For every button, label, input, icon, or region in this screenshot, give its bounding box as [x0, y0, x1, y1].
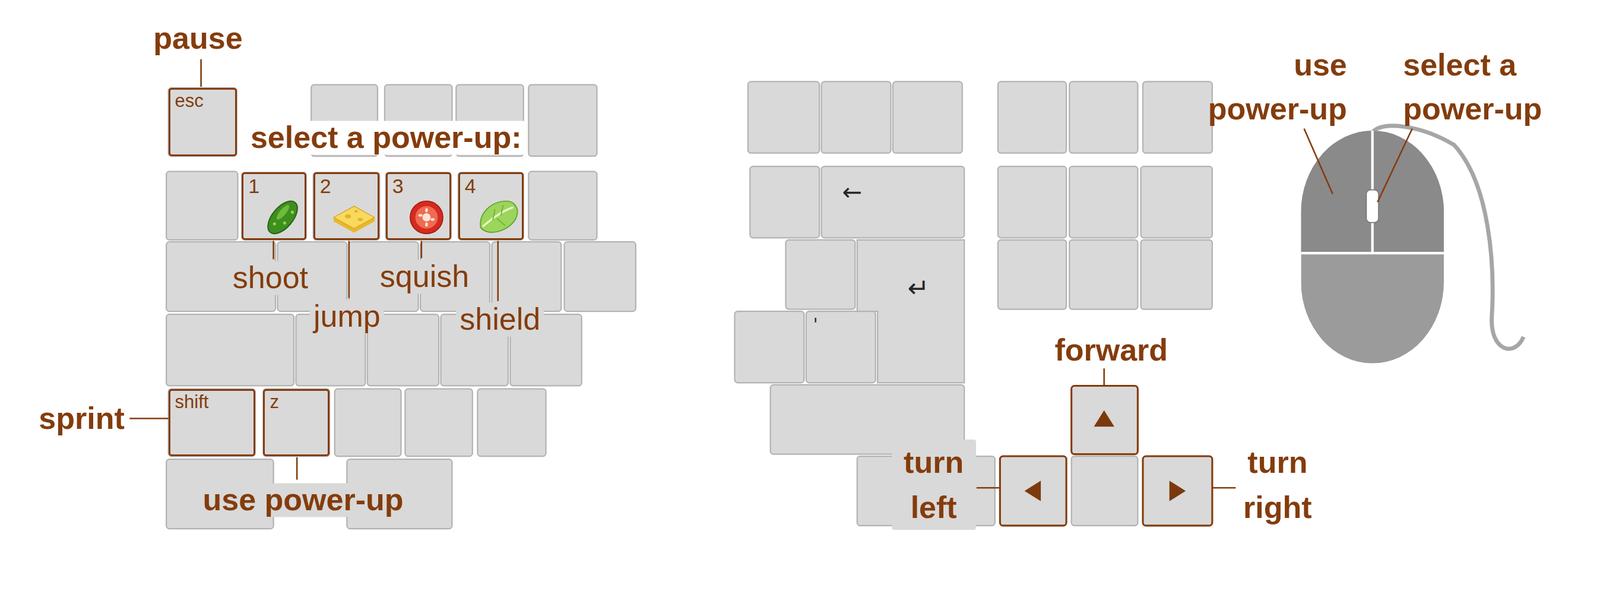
key — [1069, 239, 1138, 310]
arrow-symbol — [1024, 480, 1042, 501]
key-cap: esc — [168, 87, 237, 157]
key — [263, 388, 330, 456]
key — [168, 388, 256, 456]
leader-line — [129, 417, 169, 420]
key — [166, 171, 238, 240]
key — [734, 311, 805, 383]
mouse-body — [1300, 130, 1444, 364]
key — [785, 239, 855, 310]
key — [749, 166, 820, 238]
leader-line — [420, 240, 423, 258]
control-label: pause — [153, 21, 243, 56]
key-label: 3 — [387, 173, 409, 199]
key — [1141, 166, 1213, 238]
key — [564, 241, 636, 312]
key — [997, 239, 1067, 310]
control-label: select a power-up: — [246, 120, 526, 155]
leader-line — [1103, 368, 1105, 386]
key — [821, 166, 965, 238]
key — [1069, 81, 1138, 153]
left-keyboard — [166, 84, 636, 529]
cheese-icon — [333, 206, 375, 233]
key-cap: 3 — [385, 172, 452, 240]
leader-line — [272, 240, 275, 259]
key — [997, 81, 1067, 153]
key — [1069, 166, 1138, 238]
key-cap: shift — [168, 388, 256, 456]
key — [528, 171, 597, 240]
pickle-icon — [262, 195, 303, 239]
arrow-key — [999, 455, 1067, 526]
key — [892, 81, 963, 153]
key — [458, 172, 524, 240]
key — [404, 388, 472, 456]
key — [491, 241, 562, 312]
control-label: turn left — [891, 439, 977, 530]
key — [1141, 239, 1213, 310]
lettuce-icon — [480, 200, 518, 233]
key — [168, 87, 237, 157]
leader-line — [1212, 486, 1237, 489]
leader-line — [200, 59, 202, 87]
control-label: turn right — [1239, 439, 1317, 530]
key — [1142, 81, 1213, 153]
key — [313, 172, 380, 240]
key-cap: 2 — [313, 172, 380, 240]
control-label: select a power-up — [1402, 42, 1558, 131]
leader-line — [1304, 128, 1333, 194]
arrow-key — [1071, 385, 1139, 454]
control-label: forward — [1054, 333, 1168, 367]
key-cap: 4 — [458, 172, 524, 240]
leader-line — [1377, 128, 1412, 202]
key-label: shift — [170, 390, 214, 414]
key — [997, 166, 1067, 238]
key — [166, 314, 294, 386]
key — [334, 388, 402, 456]
mouse — [1300, 125, 1524, 364]
mouse-buttons — [1300, 130, 1444, 253]
mouse-wheel — [1366, 189, 1379, 223]
control-label: jump — [309, 299, 385, 334]
key-label: z — [264, 390, 284, 414]
key — [241, 172, 306, 240]
key-symbol: ← — [841, 179, 863, 204]
leader-line — [348, 240, 351, 298]
control-label: use power-up — [1192, 42, 1348, 131]
key-cap: z — [263, 388, 330, 456]
power-up-icons — [262, 195, 518, 239]
control-label: shield — [455, 302, 544, 337]
leader-line — [296, 457, 299, 480]
control-label: use power-up — [198, 483, 407, 518]
key — [385, 172, 452, 240]
key-label: esc — [170, 89, 209, 113]
arrow-symbol — [1094, 410, 1115, 427]
control-label: squish — [376, 259, 473, 294]
tomato-icon — [410, 200, 443, 234]
key-symbol: ' — [813, 316, 819, 334]
key-symbol: ↵ — [907, 274, 930, 302]
key — [477, 388, 546, 456]
key — [1071, 455, 1139, 526]
leader-line — [976, 486, 1001, 489]
key — [821, 81, 892, 153]
control-label: shoot — [229, 260, 312, 295]
arrow-symbol — [1169, 480, 1187, 501]
arrow-key — [1142, 455, 1213, 526]
key-cap: 1 — [241, 172, 306, 240]
leader-line — [496, 240, 499, 301]
control-label: sprint — [38, 401, 125, 436]
key — [528, 84, 597, 157]
key-label: 2 — [315, 173, 337, 199]
key — [806, 311, 876, 383]
key-label: 1 — [243, 173, 265, 199]
key — [748, 81, 820, 153]
key-label: 4 — [460, 173, 481, 199]
